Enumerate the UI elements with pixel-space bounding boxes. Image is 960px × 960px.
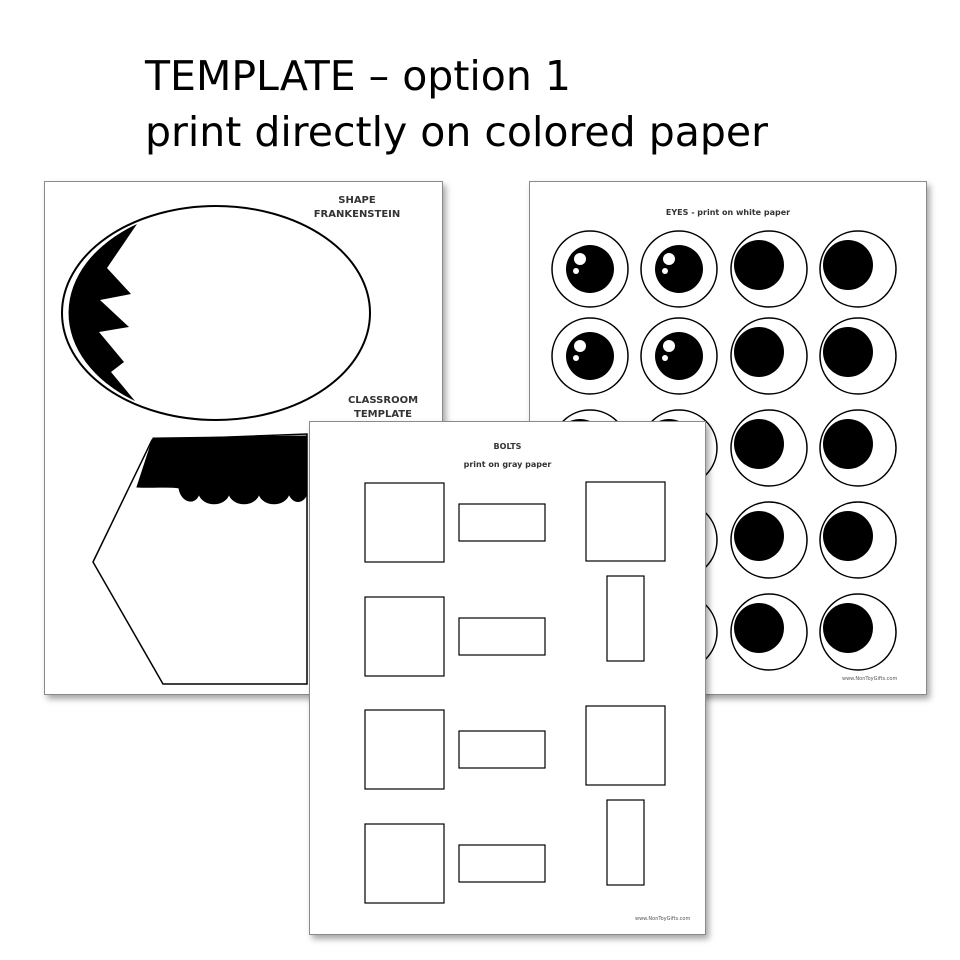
shape-sheet-subtitle: CLASSROOM TEMPLATE: [333, 394, 433, 422]
scalloped-collar-shape: [136, 435, 308, 505]
eye-highlight: [663, 340, 675, 352]
shape-title-line-1: SHAPE: [338, 195, 376, 206]
bolt-rectangle: [458, 844, 546, 883]
eye: [730, 501, 808, 579]
eye-pupil: [734, 327, 784, 377]
page-heading: TEMPLATE – option 1 print directly on co…: [145, 48, 768, 160]
eye-pupil: [823, 327, 873, 377]
eye-pupil: [566, 245, 614, 293]
eye-highlight-small: [573, 268, 579, 274]
eye-pupil: [655, 332, 703, 380]
eye-highlight: [574, 253, 586, 265]
eye: [819, 230, 897, 308]
eye: [819, 593, 897, 671]
eye: [819, 501, 897, 579]
eye-pupil: [734, 419, 784, 469]
bolt-rectangle: [458, 730, 546, 769]
eye-pupil: [734, 240, 784, 290]
bolts-drawing: [364, 481, 666, 904]
eye-pupil: [823, 419, 873, 469]
eye: [730, 409, 808, 487]
eye-highlight-small: [662, 355, 668, 361]
eye: [551, 317, 629, 395]
head-oval: [61, 205, 371, 421]
shape-subtitle-line-2: TEMPLATE: [354, 409, 412, 420]
bolt-square: [585, 481, 666, 562]
shape-template-sheet: SHAPE FRANKENSTEIN CLASSROOM TEMPLATE: [44, 181, 443, 695]
heading-line-2: print directly on colored paper: [145, 108, 768, 156]
eye-pupil: [655, 245, 703, 293]
eye: [730, 593, 808, 671]
eyes-sheet-credit: www.NonToyGifts.com: [842, 676, 898, 682]
eye-pupil: [566, 332, 614, 380]
eye: [730, 230, 808, 308]
eye: [640, 230, 718, 308]
eye-pupil: [823, 240, 873, 290]
bolts-title-line-1: BOLTS: [493, 442, 522, 451]
shape-subtitle-line-1: CLASSROOM: [347, 395, 419, 406]
shape-title-line-2: FRANKENSTEIN: [313, 209, 401, 220]
bolts-title-line-2: print on gray paper: [463, 460, 552, 469]
eyes-sheet-title: EYES - print on white paper: [665, 208, 791, 217]
hair-fringe-shape: [68, 224, 137, 401]
eye-pupil: [823, 511, 873, 561]
eye: [730, 317, 808, 395]
eye-highlight-small: [573, 355, 579, 361]
eye: [551, 230, 629, 308]
bolts-sheet-credit: www.NonToyGifts.com: [635, 916, 691, 922]
eye-highlight-small: [662, 268, 668, 274]
bolts-sheet-title: BOLTS print on gray paper: [310, 438, 705, 474]
eye-pupil: [734, 603, 784, 653]
bolt-rectangle-vertical: [606, 575, 645, 662]
bolt-rectangle-vertical: [606, 799, 645, 886]
eye: [819, 409, 897, 487]
bolt-rectangle: [458, 503, 546, 542]
bolt-square: [364, 482, 445, 563]
bolt-rectangle: [458, 617, 546, 656]
eye-pupil: [734, 511, 784, 561]
heading-line-1: TEMPLATE – option 1: [145, 52, 571, 100]
eye: [819, 317, 897, 395]
bolts-template-sheet: BOLTS print on gray paper www.NonToyGift…: [309, 421, 706, 935]
bolt-square: [585, 705, 666, 786]
bolt-square: [364, 596, 445, 677]
bolt-square: [364, 823, 445, 904]
shape-sheet-title: SHAPE FRANKENSTEIN: [307, 194, 407, 222]
eye-highlight: [574, 340, 586, 352]
eye-pupil: [823, 603, 873, 653]
shape-template-drawing: [61, 205, 371, 685]
eye: [640, 317, 718, 395]
bolt-square: [364, 709, 445, 790]
eye-highlight: [663, 253, 675, 265]
